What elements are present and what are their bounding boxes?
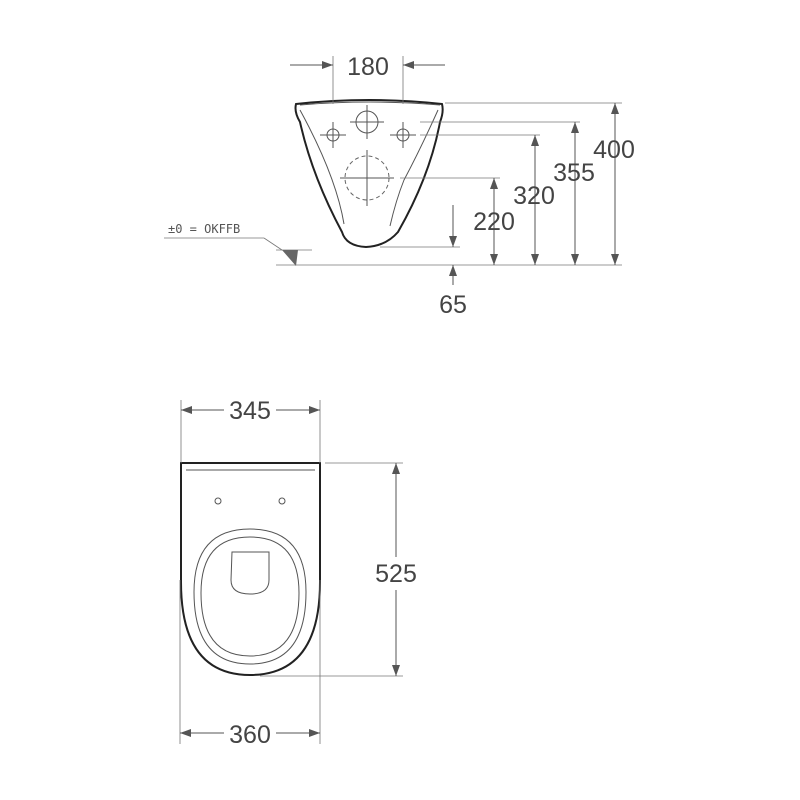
dim-525-label: 525 xyxy=(375,560,417,588)
top-bowl-outline xyxy=(180,462,321,677)
dim-65-label: 65 xyxy=(439,291,467,319)
dim-180-label: 180 xyxy=(347,53,389,81)
dim-length: 525 xyxy=(260,462,417,677)
dim-floor-offset: 65 xyxy=(439,205,467,319)
waste-outlet xyxy=(340,150,394,206)
dim-320-label: 320 xyxy=(513,182,555,210)
dim-inlet-height: 355 xyxy=(553,122,595,265)
front-bowl-outline xyxy=(294,99,444,249)
dim-345-label: 345 xyxy=(229,397,271,425)
dim-355-label: 355 xyxy=(553,159,595,187)
left-fixing-hole xyxy=(320,122,346,148)
level-label: ±0 = OKFFB xyxy=(168,222,240,236)
dim-bolt-height: 320 xyxy=(513,135,555,265)
dim-hole-spacing: 180 xyxy=(290,53,445,104)
front-view: 180 400 355 320 xyxy=(164,53,635,319)
level-triangle xyxy=(282,250,298,266)
dim-outlet-height: 220 xyxy=(473,178,515,265)
water-inlet xyxy=(350,105,384,139)
dim-total-height: 400 xyxy=(593,103,635,265)
floor-level-marker: ±0 = OKFFB xyxy=(164,222,440,266)
dim-400-label: 400 xyxy=(593,136,635,164)
bowl-opening xyxy=(230,551,270,595)
dim-360-label: 360 xyxy=(229,721,271,749)
seat-ring-inner xyxy=(200,536,300,657)
seat-hole-left xyxy=(214,497,222,505)
dim-bottom-width: 360 xyxy=(179,580,321,749)
dim-top-width: 345 xyxy=(180,397,321,463)
front-inner-contour xyxy=(299,109,439,227)
top-view: 345 525 360 xyxy=(179,397,417,749)
dim-220-label: 220 xyxy=(473,208,515,236)
right-fixing-hole xyxy=(390,122,416,148)
seat-hole-right xyxy=(278,497,286,505)
front-rim-line xyxy=(299,101,441,106)
seat-ring-outer xyxy=(193,528,307,665)
